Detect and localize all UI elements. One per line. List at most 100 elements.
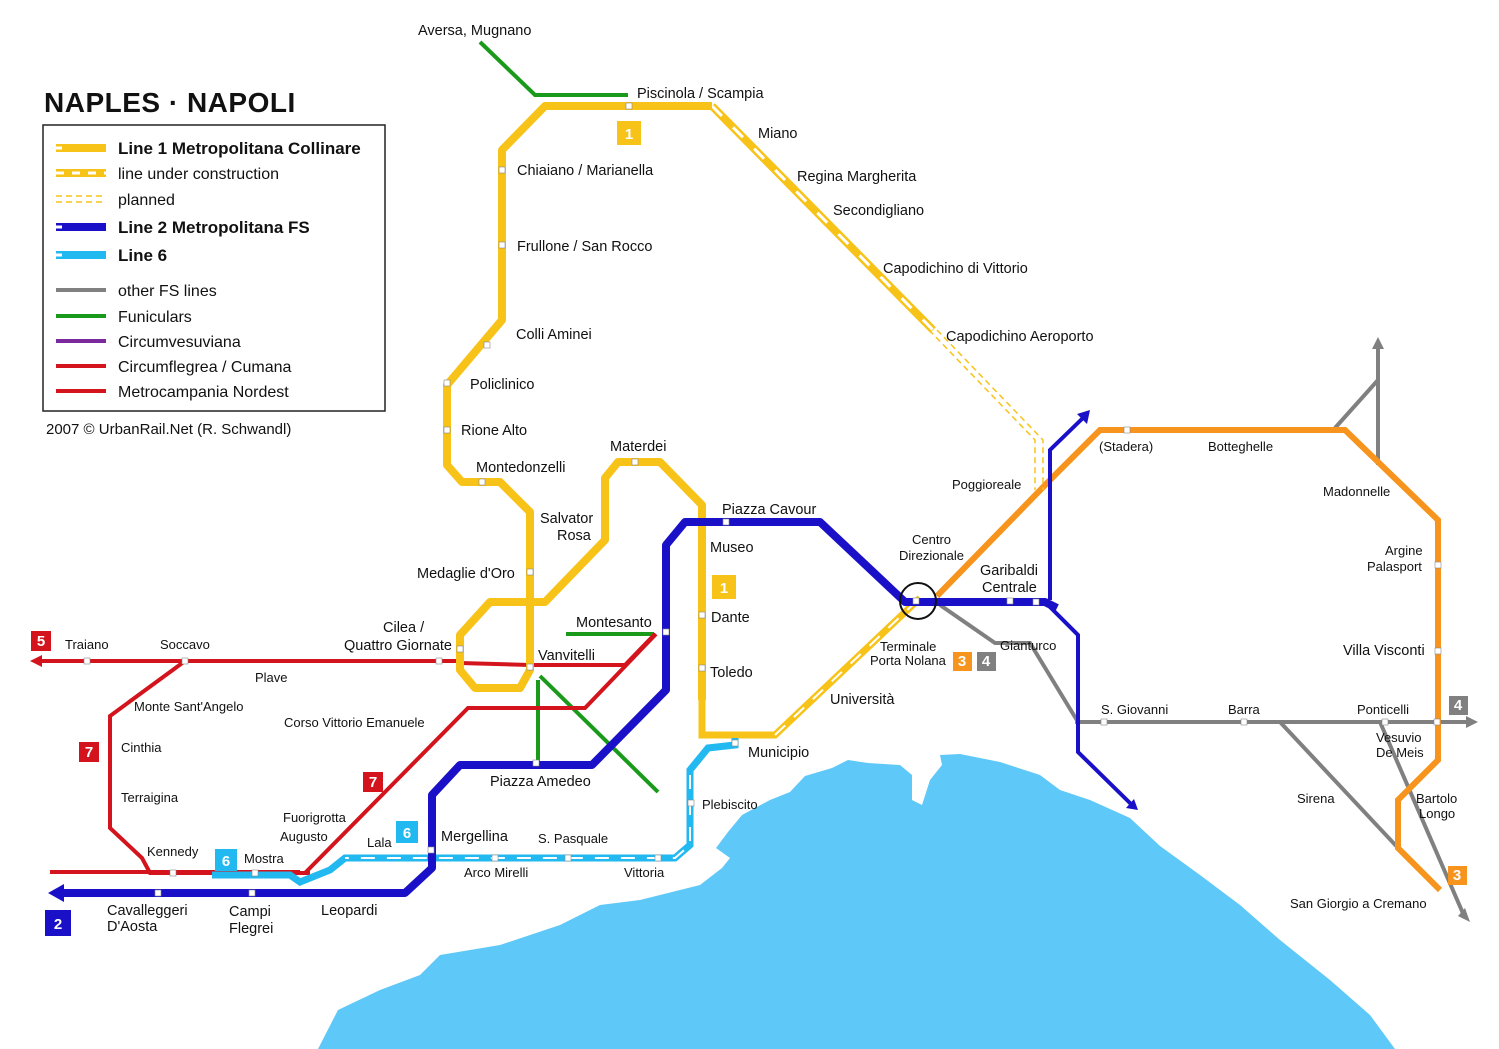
label-fuorigrotta: Fuorigrotta [283, 810, 347, 825]
fs-arrow-southeast [1458, 908, 1470, 922]
legend-label-8: Circumflegrea / Cumana [118, 359, 292, 376]
label-mergellina: Mergellina [441, 829, 509, 845]
badge-line2: 2 [45, 910, 71, 936]
station-labels: Aversa, Mugnano Piscinola / Scampia Mian… [65, 23, 1457, 937]
label-terminale2: Porta Nolana [870, 653, 947, 668]
badge-line5: 5 [31, 631, 51, 651]
map-title: NAPLES · NAPOLI [44, 87, 296, 118]
label-gianturco: Gianturco [1000, 638, 1056, 653]
label-dante: Dante [711, 610, 750, 626]
label-bartolo2: Longo [1419, 806, 1455, 821]
svg-text:4: 4 [982, 653, 991, 670]
label-regina: Regina Margherita [797, 169, 917, 185]
legend-labels: Line 1 Metropolitana Collinare line under… [118, 139, 361, 401]
label-barra: Barra [1228, 702, 1261, 717]
line1 [443, 102, 712, 700]
line1-construction [698, 103, 936, 739]
label-miano: Miano [758, 126, 798, 142]
legend-swatch-2 [56, 195, 106, 203]
label-campi2: Flegrei [229, 921, 273, 937]
label-soccavo: Soccavo [160, 637, 210, 652]
svg-text:3: 3 [1453, 867, 1461, 884]
garibaldi-interchange [899, 582, 937, 620]
label-rione: Rione Alto [461, 423, 527, 439]
badge-line6-west: 6 [215, 849, 237, 871]
label-capodichino-a: Capodichino Aeroporto [946, 329, 1094, 345]
badge-line7-mid: 7 [363, 772, 383, 792]
svg-text:3: 3 [958, 653, 966, 670]
legend-label-4: Line 6 [118, 246, 167, 265]
label-san-giorgio: San Giorgio a Cremano [1290, 896, 1427, 911]
label-salvator: Salvator [540, 511, 593, 527]
label-argine1: Argine [1385, 543, 1423, 558]
badge-line1-top: 1 [617, 121, 641, 145]
label-plave: Plave [255, 670, 288, 685]
label-municipio: Municipio [748, 745, 809, 761]
label-cavalleggeri1: Cavalleggeri [107, 903, 188, 919]
label-piscinola: Piscinola / Scampia [637, 86, 764, 102]
label-argine2: Palasport [1367, 559, 1422, 574]
legend-label-9: Metrocampania Nordest [118, 384, 289, 401]
svg-text:1: 1 [720, 580, 728, 597]
label-arco-mirelli: Arco Mirelli [464, 865, 528, 880]
label-policlinico: Policlinico [470, 377, 534, 393]
legend-label-7: Circumvesuviana [118, 334, 241, 351]
label-terminale1: Terminale [880, 639, 936, 654]
label-vittoria: Vittoria [624, 865, 665, 880]
label-s-giovanni: S. Giovanni [1101, 702, 1168, 717]
legend-label-6: Funiculars [118, 309, 192, 326]
line2-arrow-south [1126, 799, 1138, 810]
station-markers [83, 102, 1442, 897]
label-augusto: Augusto [280, 829, 328, 844]
label-lala: Lala [367, 835, 392, 850]
svg-text:6: 6 [403, 825, 411, 842]
fs-arrow-north [1372, 337, 1384, 349]
label-vesuvio1: Vesuvio [1376, 730, 1422, 745]
label-universita: Università [830, 692, 895, 708]
label-materdei: Materdei [610, 439, 666, 455]
label-leopardi: Leopardi [321, 903, 377, 919]
label-ponticelli: Ponticelli [1357, 702, 1409, 717]
line2 [60, 518, 1059, 897]
label-chiaiano: Chiaiano / Marianella [517, 163, 654, 179]
label-s-pasquale: S. Pasquale [538, 831, 608, 846]
label-botteghelle: Botteghelle [1208, 439, 1273, 454]
label-toledo: Toledo [710, 665, 753, 681]
badge-line1-mid: 1 [712, 575, 736, 599]
svg-text:6: 6 [222, 853, 230, 870]
svg-text:7: 7 [369, 774, 377, 791]
label-plebiscito: Plebiscito [702, 797, 758, 812]
bay-of-naples [318, 754, 1395, 1049]
red-arrow-west [30, 655, 42, 667]
legend-label-5: other FS lines [118, 283, 217, 300]
label-monte-sa: Monte Sant'Angelo [134, 699, 243, 714]
funicular-lines [478, 40, 660, 794]
label-cinthia: Cinthia [121, 740, 162, 755]
legend-label-2: planned [118, 192, 175, 209]
label-medaglie: Medaglie d'Oro [417, 566, 515, 582]
label-stadera: (Stadera) [1099, 439, 1153, 454]
badge-line4-east: 4 [1449, 696, 1468, 715]
copyright: 2007 © UrbanRail.Net (R. Schwandl) [46, 421, 291, 438]
svg-text:1: 1 [625, 126, 633, 143]
label-rosa: Rosa [557, 528, 592, 544]
label-aversa: Aversa, Mugnano [418, 23, 531, 39]
svg-text:5: 5 [37, 633, 45, 650]
legend-label-0: Line 1 Metropolitana Collinare [118, 139, 361, 158]
label-poggioreale: Poggioreale [952, 477, 1021, 492]
label-capodichino-v: Capodichino di Vittorio [883, 261, 1028, 277]
line1-planned [928, 329, 1044, 490]
line6 [212, 738, 739, 886]
fs-lines [938, 345, 1470, 919]
label-madonnelle: Madonnelle [1323, 484, 1390, 499]
badge-line4-nolana: 4 [977, 652, 996, 671]
label-bartolo1: Bartolo [1416, 791, 1457, 806]
label-montesanto: Montesanto [576, 615, 652, 631]
label-terraigina: Terraigina [121, 790, 179, 805]
orange-line [934, 427, 1443, 893]
svg-text:4: 4 [1454, 697, 1463, 714]
legend-label-1: line under construction [118, 166, 279, 183]
fs-arrow-east [1466, 716, 1478, 728]
label-colli: Colli Aminei [516, 327, 592, 343]
label-vanvitelli: Vanvitelli [538, 648, 595, 664]
